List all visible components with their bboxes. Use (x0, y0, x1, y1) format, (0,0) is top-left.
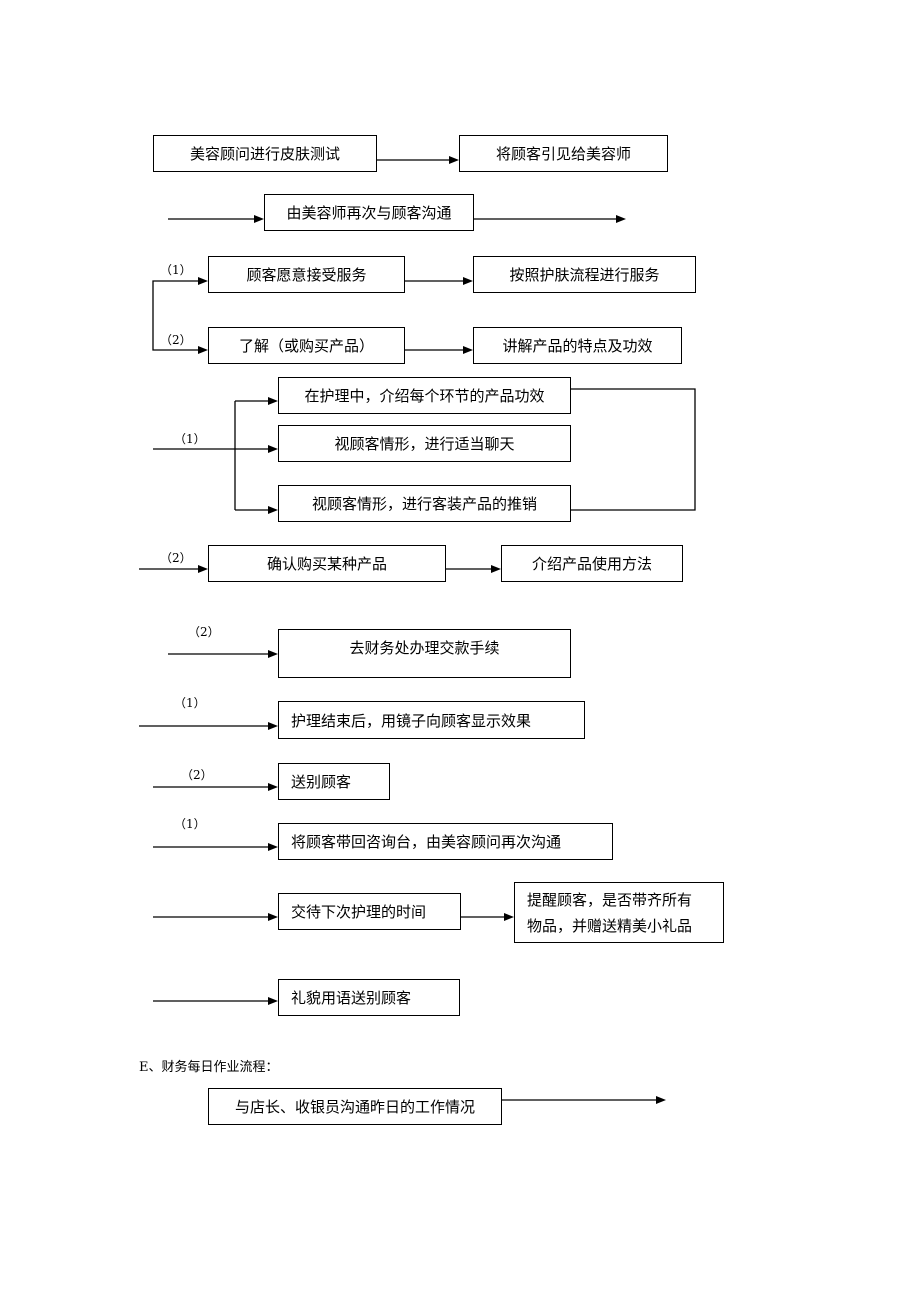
box-finance-sync: 与店长、收银员沟通昨日的工作情况 (208, 1088, 502, 1125)
arrowhead (491, 565, 501, 573)
box-accept-service: 顾客愿意接受服务 (208, 256, 405, 293)
arrowhead (268, 913, 278, 921)
branch-connector-accept-understand (152, 280, 199, 351)
box-during-care: 在护理中，介绍每个环节的产品功效 (278, 377, 571, 414)
remind-line-2: 物品，并赠送精美小礼品 (527, 916, 693, 935)
arrowhead (268, 843, 278, 851)
arrowhead (198, 565, 208, 573)
box-skin-care-process: 按照护肤流程进行服务 (473, 256, 696, 293)
arrowhead (268, 506, 278, 514)
arrowhead (198, 277, 208, 285)
box-beautician-communicate: 由美容师再次与顾客沟通 (264, 194, 474, 231)
box-promote-product: 视顾客情形，进行客装产品的推销 (278, 485, 571, 522)
box-usage-method: 介绍产品使用方法 (501, 545, 683, 582)
box-explain-product: 讲解产品的特点及功效 (473, 327, 682, 364)
arrowhead (268, 722, 278, 730)
box-chat: 视顾客情形，进行适当聊天 (278, 425, 571, 462)
label-opt2-confirm: （2） (160, 551, 192, 565)
remind-line-1: 提醒顾客，是否带齐所有 (527, 890, 693, 909)
label-opt2-payment: （2） (188, 625, 220, 639)
arrowhead (463, 346, 473, 354)
arrowhead (198, 346, 208, 354)
label-opt2-see-off: （2） (181, 768, 213, 782)
arrowhead (463, 277, 473, 285)
box-introduce-to-beautician: 将顾客引见给美容师 (459, 135, 668, 172)
arrowhead (268, 783, 278, 791)
box-understand-purchase: 了解（或购买产品） (208, 327, 405, 364)
box-polite-farewell: 礼貌用语送别顾客 (278, 979, 460, 1016)
box-payment: 去财务处办理交款手续 (278, 629, 571, 678)
arrowhead (268, 445, 278, 453)
box-consult-desk: 将顾客带回咨询台，由美容顾问再次沟通 (278, 823, 613, 860)
finance-heading: E、财务每日作业流程： (139, 1060, 279, 1075)
arrowhead (504, 913, 514, 921)
arrowhead (268, 997, 278, 1005)
label-opt1-consult: （1） (174, 817, 206, 831)
box-mirror-result: 护理结束后，用镜子向顾客显示效果 (278, 701, 585, 739)
label-opt1-accept: （1） (160, 263, 192, 277)
label-opt2-understand: （2） (160, 333, 192, 347)
return-connector (570, 388, 696, 511)
arrowhead (254, 215, 264, 223)
box-remind-gift: 提醒顾客，是否带齐所有 物品，并赠送精美小礼品 (514, 882, 724, 943)
label-opt1-during-care: （1） (174, 432, 206, 446)
arrowhead (268, 650, 278, 658)
box-next-appointment: 交待下次护理的时间 (278, 893, 461, 930)
box-skin-test: 美容顾问进行皮肤测试 (153, 135, 377, 172)
arrowhead (449, 156, 459, 164)
arrowhead (268, 397, 278, 405)
box-see-off: 送别顾客 (278, 763, 390, 800)
arrowhead (616, 215, 626, 223)
arrowhead (656, 1096, 666, 1104)
box-confirm-purchase: 确认购买某种产品 (208, 545, 446, 582)
label-opt1-mirror: （1） (174, 696, 206, 710)
